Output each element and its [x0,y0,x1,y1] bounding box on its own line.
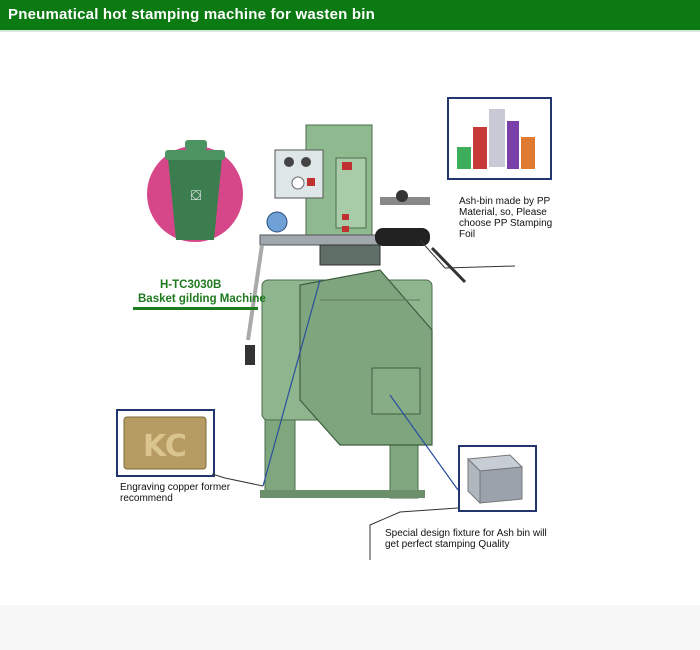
product-name: Basket gilding Machine [138,293,266,305]
product-model: H-TC3030B [160,279,222,291]
header-divider [0,30,700,32]
model-underline [133,307,258,310]
foil-rolls-icon [457,109,535,169]
fixture-caption: Special design fixture for Ash bin will … [385,528,547,550]
footer-band [0,605,700,650]
fixture-icon [466,454,524,505]
copper-caption: Engraving copper former recommend [120,482,231,504]
page-title: Pneumatical hot stamping machine for was… [8,6,375,23]
fixture-thumbnail [458,445,537,512]
foil-thumbnail [447,97,552,180]
svg-text:⛋: ⛋ [191,188,202,204]
header-bar: Pneumatical hot stamping machine for was… [0,0,700,30]
foil-caption: Ash-bin made by PP Material, so, Please … [459,196,553,240]
copper-former-icon: KC [123,416,207,470]
svg-text:KC: KC [143,429,187,464]
copper-former-thumbnail: KC [116,409,215,477]
